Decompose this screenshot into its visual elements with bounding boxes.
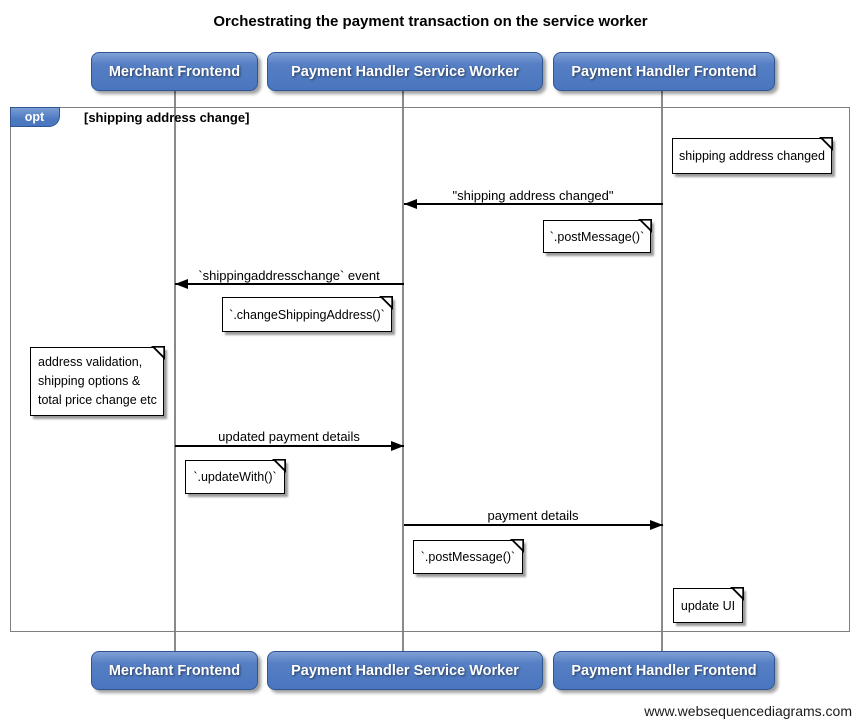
message-line <box>175 283 404 285</box>
note-changeshippingaddress: `.changeShippingAddress()` <box>222 296 393 332</box>
note-address-validation: address validation, shipping options & t… <box>30 346 165 416</box>
message-label: payment details <box>487 508 579 523</box>
message-label: updated payment details <box>218 429 360 444</box>
opt-condition-label: [shipping address change] <box>84 110 250 125</box>
actor-label: Merchant Frontend <box>108 662 241 679</box>
message-line <box>404 524 663 526</box>
note-updatewith: `.updateWith()` <box>185 459 286 494</box>
note-text: update UI <box>680 598 736 613</box>
actor-top-payment-handler-service-worker: Payment Handler Service Worker <box>267 52 543 91</box>
actor-label: Payment Handler Service Worker <box>291 662 519 679</box>
note-text: `.postMessage()` <box>420 550 516 564</box>
note-shipping-address-changed: shipping address changed <box>672 137 833 174</box>
actor-top-merchant-frontend: Merchant Frontend <box>91 52 258 91</box>
opt-operator-tab: opt <box>9 106 60 127</box>
note-text: `.updateWith()` <box>193 470 277 484</box>
actor-top-payment-handler-frontend: Payment Handler Frontend <box>553 52 775 91</box>
message-line <box>404 203 663 205</box>
diagram-title: Orchestrating the payment transaction on… <box>213 13 648 30</box>
actor-label: Merchant Frontend <box>108 63 241 80</box>
note-text: shipping address changed <box>679 149 825 163</box>
note-text-line: address validation, <box>38 355 143 370</box>
note-postmessage-2: `.postMessage()` <box>413 539 524 574</box>
lifeline-payment-handler-frontend <box>661 91 663 652</box>
note-postmessage-1: `.postMessage()` <box>543 219 652 253</box>
lifeline-payment-handler-service-worker <box>402 91 404 652</box>
watermark: www.websequencediagrams.com <box>644 703 852 719</box>
arrowhead-left-icon <box>175 279 188 289</box>
actor-label: Payment Handler Service Worker <box>291 63 519 80</box>
actor-bottom-payment-handler-frontend: Payment Handler Frontend <box>553 651 775 690</box>
arrowhead-right-icon <box>391 441 404 451</box>
note-text-line: total price change etc <box>38 392 157 407</box>
note-text-line: shipping options & <box>38 374 141 389</box>
note-text: `.changeShippingAddress()` <box>229 307 385 322</box>
message-label: "shipping address changed" <box>452 188 614 203</box>
opt-fragment-frame: opt [shipping address change] <box>9 106 850 632</box>
note-text: `.postMessage()` <box>549 229 645 244</box>
opt-operator-label: opt <box>24 109 45 124</box>
message-label: `shippingaddresschange` event <box>198 268 380 283</box>
note-fold-icon <box>151 346 165 360</box>
note-update-ui: update UI <box>673 587 744 623</box>
actor-label: Payment Handler Frontend <box>571 63 757 80</box>
lifeline-merchant-frontend <box>174 91 176 652</box>
actor-bottom-payment-handler-service-worker: Payment Handler Service Worker <box>267 651 543 690</box>
arrowhead-left-icon <box>404 199 417 209</box>
actor-bottom-merchant-frontend: Merchant Frontend <box>91 651 258 690</box>
arrowhead-right-icon <box>650 520 663 530</box>
actor-label: Payment Handler Frontend <box>571 662 757 679</box>
message-line <box>175 445 404 447</box>
